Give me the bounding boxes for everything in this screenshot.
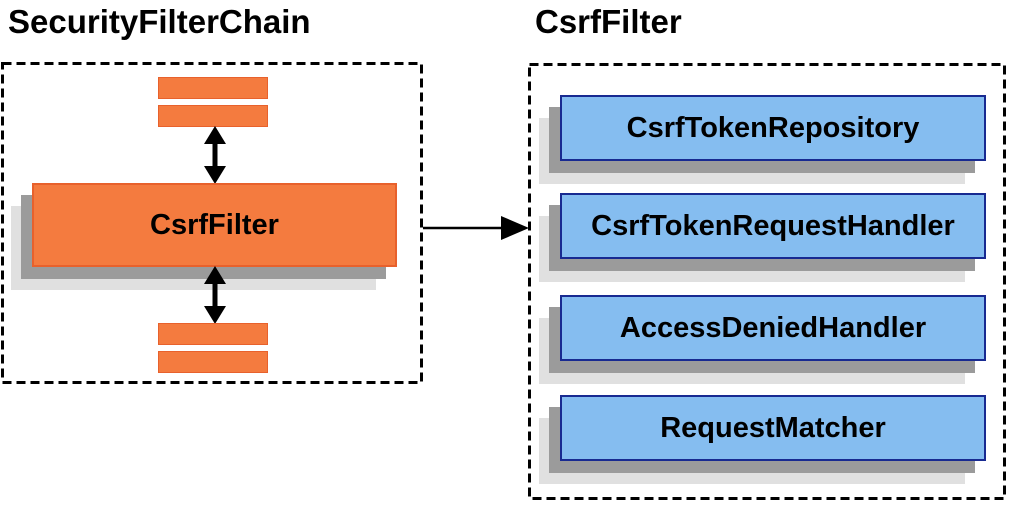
security-filter-chain-title: SecurityFilterChain bbox=[8, 3, 311, 40]
component-box-access-denied-handler: AccessDeniedHandler bbox=[560, 295, 986, 361]
component-label: CsrfTokenRequestHandler bbox=[591, 209, 955, 242]
csrf-filter-node-label: CsrfFilter bbox=[150, 208, 279, 241]
component-label: CsrfTokenRepository bbox=[626, 111, 920, 144]
csrf-filter-title: CsrfFilter bbox=[535, 3, 682, 40]
component-label: AccessDeniedHandler bbox=[619, 311, 927, 344]
filter-bar bbox=[158, 105, 268, 127]
component-box-csrf-token-request-handler: CsrfTokenRequestHandler bbox=[560, 193, 986, 259]
dashed-border bbox=[1, 62, 423, 384]
filter-bar bbox=[158, 77, 268, 99]
component-label: RequestMatcher bbox=[660, 411, 886, 444]
filter-bar bbox=[158, 323, 268, 345]
csrf-filter-container: CsrfTokenRepository CsrfTokenRequestHand… bbox=[528, 63, 1006, 500]
double-arrow-icon bbox=[204, 126, 226, 184]
filter-bar bbox=[158, 351, 268, 373]
flow-arrow-icon bbox=[423, 216, 529, 240]
dashed-border bbox=[528, 63, 1006, 500]
component-box-request-matcher: RequestMatcher bbox=[560, 395, 986, 461]
csrf-filter-node: CsrfFilter bbox=[32, 183, 397, 267]
security-filter-chain-container: CsrfFilter bbox=[1, 62, 423, 384]
component-box-csrf-token-repository: CsrfTokenRepository bbox=[560, 95, 986, 161]
double-arrow-icon bbox=[204, 266, 226, 324]
